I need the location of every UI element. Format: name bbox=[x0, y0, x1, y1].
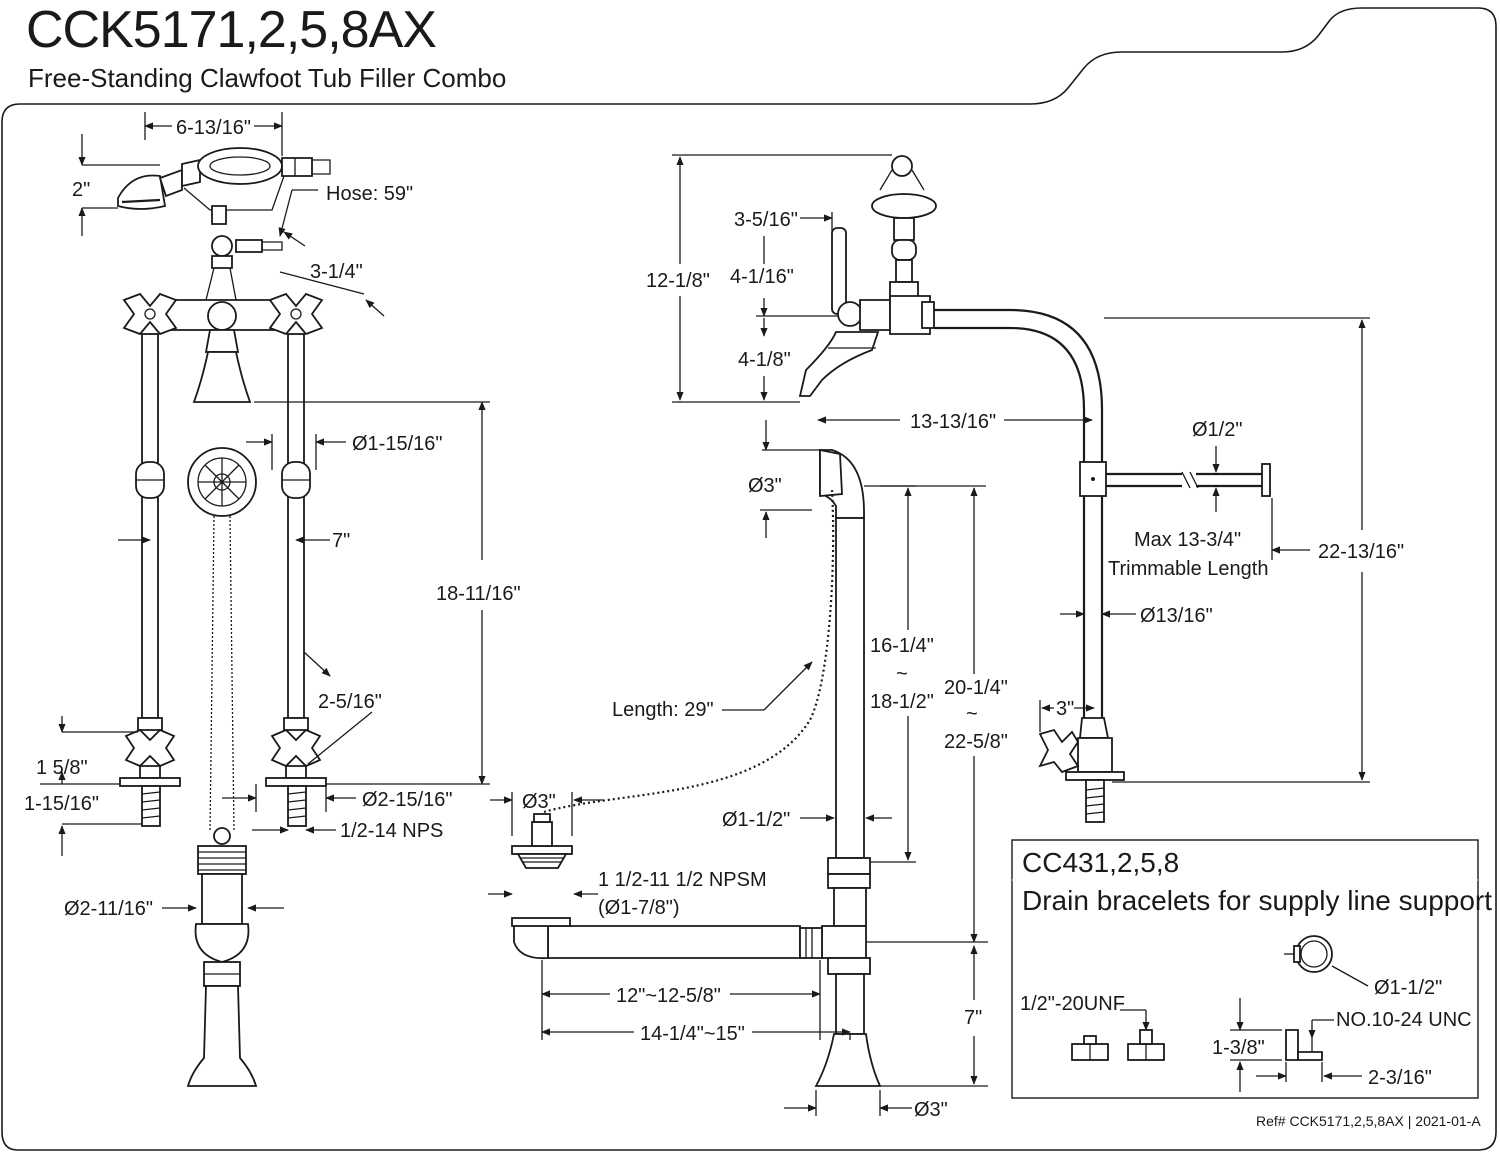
dim-ov-1b: 18-1/2" bbox=[870, 691, 934, 713]
bracelet-description: Drain bracelets for supply line support bbox=[1022, 885, 1492, 916]
dim-spread: 3-1/4" bbox=[310, 261, 363, 283]
side-handshower bbox=[798, 155, 937, 397]
dim-shank-len: 1-15/16" bbox=[24, 793, 99, 815]
dim-hose: Hose: 59" bbox=[326, 183, 413, 205]
dim-reach2: 14-1/4"~15" bbox=[640, 1023, 745, 1045]
dim-flange-dia: Ø1-15/16" bbox=[352, 433, 443, 455]
dim-ov-1a: 16-1/4" bbox=[870, 635, 934, 657]
bracelet-width: 2-3/16" bbox=[1368, 1067, 1432, 1089]
dim-valve-offset: 2-5/16" bbox=[318, 691, 382, 713]
bracelet-height: 1-3/8" bbox=[1212, 1037, 1265, 1059]
page-title: CCK5171,2,5,8AX bbox=[26, 1, 437, 59]
dim-supply-h: 22-13/16" bbox=[1318, 541, 1404, 563]
footer-ref: Ref# CCK5171,2,5,8AX | 2021-01-A bbox=[1256, 1113, 1481, 1129]
side-supply-pipe bbox=[934, 308, 1271, 823]
dim-overflow-dia: Ø3" bbox=[748, 475, 782, 497]
dim-ov-tilde-1: ~ bbox=[896, 663, 908, 685]
drawing-frame bbox=[1, 7, 1497, 1151]
dim-chain: Length: 29" bbox=[612, 699, 714, 721]
side-dim-lines bbox=[672, 154, 1370, 783]
dim-ov-2b: 22-5/8" bbox=[944, 731, 1008, 753]
bracelet-screw: NO.10-24 UNC bbox=[1336, 1009, 1472, 1031]
dim-pipe-dia: Ø1-1/2" bbox=[722, 809, 790, 831]
dim-side-hs: 3-5/16" bbox=[734, 209, 798, 231]
dim-npsm-dia: (Ø1-7/8") bbox=[598, 897, 680, 919]
dim-base-dia: Ø3" bbox=[914, 1099, 948, 1121]
handshower bbox=[117, 147, 331, 225]
bracelet-ring-dia: Ø1-1/2" bbox=[1374, 977, 1442, 999]
dim-center: 7" bbox=[332, 530, 350, 552]
bracelet-thread: 1/2"-20UNF bbox=[1020, 993, 1125, 1015]
bracelet-box: CC431,2,5,8 Drain bracelets for supply l… bbox=[1011, 839, 1492, 1099]
dim-nps: 1/2-14 NPS bbox=[340, 820, 443, 842]
dim-side-total: 12-1/8" bbox=[646, 270, 710, 292]
dim-stopper-dia: Ø3" bbox=[522, 791, 556, 813]
dim-ov-tilde-2: ~ bbox=[966, 703, 978, 725]
drain-front bbox=[186, 447, 258, 1087]
dim-side-h2: 4-1/8" bbox=[738, 349, 791, 371]
bracelet-model: CC431,2,5,8 bbox=[1022, 847, 1179, 878]
dim-supply-dia: Ø1/2" bbox=[1192, 419, 1242, 441]
dim-supply-pipe: Ø13/16" bbox=[1140, 605, 1213, 627]
dim-strainer-dia: Ø2-15/16" bbox=[362, 789, 453, 811]
dim-spout-reach: 13-13/16" bbox=[910, 411, 996, 433]
supply-risers bbox=[119, 333, 327, 827]
dim-reach1: 12"~12-5/8" bbox=[616, 985, 721, 1007]
tub-valve-body bbox=[122, 235, 324, 403]
page-subtitle: Free-Standing Clawfoot Tub Filler Combo bbox=[28, 63, 507, 93]
front-dim-lines bbox=[40, 112, 490, 912]
dim-height-total: 18-11/16" bbox=[436, 583, 521, 605]
dim-hs-height: 2" bbox=[72, 179, 90, 201]
dim-max-len-2: Trimmable Length bbox=[1108, 558, 1268, 580]
dim-side-h1: 4-1/16" bbox=[730, 266, 794, 288]
dim-tee-h: 7" bbox=[964, 1007, 982, 1029]
dim-ov-2a: 20-1/4" bbox=[944, 677, 1008, 699]
dim-drain-body: Ø2-11/16" bbox=[64, 898, 153, 920]
drain-side-view bbox=[488, 420, 988, 1116]
dim-hs-width: 6-13/16" bbox=[176, 117, 251, 139]
front-view-faucet: 6-13/16" 2" Hose: 59" 3-1/4" Ø1-15/16" 7… bbox=[24, 112, 521, 1087]
dim-max-len-1: Max 13-3/4" bbox=[1134, 529, 1241, 551]
dim-stop-offset: 3" bbox=[1056, 698, 1074, 720]
dim-valve-h: 1 5/8" bbox=[36, 757, 88, 779]
side-view-faucet: 3-5/16" 12-1/8" 4-1/16" 4-1/8" 13-13/16"… bbox=[646, 154, 1404, 823]
dim-npsm: 1 1/2-11 1/2 NPSM bbox=[598, 869, 767, 891]
